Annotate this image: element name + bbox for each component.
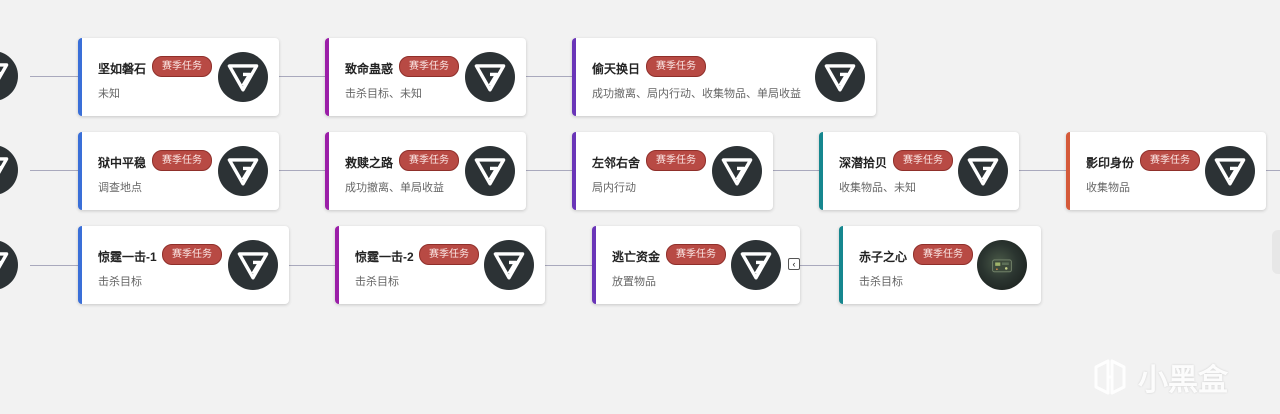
g-logo-icon xyxy=(712,146,762,196)
watermark-text: 小黑盒 xyxy=(1138,364,1228,397)
tree-connector xyxy=(800,265,840,266)
season-task-badge: 赛季任务 xyxy=(152,56,212,77)
quest-title: 偷天换日 xyxy=(592,62,641,76)
quest-card[interactable]: 左邻右舍 赛季任务 局内行动 xyxy=(572,132,773,210)
season-task-badge: 赛季任务 xyxy=(913,244,973,265)
season-task-badge: 赛季任务 xyxy=(152,150,212,171)
season-task-badge: 赛季任务 xyxy=(646,150,706,171)
quest-title: 致命蛊惑 xyxy=(345,62,394,76)
quest-tags: 调查地点 xyxy=(98,182,142,194)
season-task-badge: 赛季任务 xyxy=(399,56,459,77)
g-logo-icon xyxy=(0,240,18,290)
g-logo-icon xyxy=(0,51,18,101)
g-logo-icon xyxy=(815,52,865,102)
g-logo-icon xyxy=(731,240,781,290)
quest-title: 救赎之路 xyxy=(345,156,394,170)
g-logo-icon xyxy=(465,52,515,102)
quest-card[interactable]: 坚如磐石 赛季任务 未知 xyxy=(78,38,279,116)
tree-connector xyxy=(545,265,593,266)
tree-connector xyxy=(279,76,326,77)
heybox-watermark: 小黑盒 xyxy=(1090,355,1228,399)
g-logo-icon xyxy=(484,240,534,290)
device-photo-icon xyxy=(977,240,1027,290)
quest-card[interactable]: 赤子之心 赛季任务 击杀目标 xyxy=(839,226,1041,304)
tree-connector xyxy=(289,265,336,266)
quest-tags: 局内行动 xyxy=(592,182,636,194)
scroll-edge-handle[interactable] xyxy=(1272,230,1280,274)
tree-connector xyxy=(279,170,326,171)
quest-card[interactable]: 惊霆一击-1 赛季任务 击杀目标 xyxy=(78,226,289,304)
quest-title: 狱中平稳 xyxy=(98,156,147,170)
season-task-badge: 赛季任务 xyxy=(666,244,726,265)
quest-tags: 成功撤离、局内行动、收集物品、单局收益 xyxy=(592,88,801,100)
quest-tags: 放置物品 xyxy=(612,276,656,288)
g-logo-icon xyxy=(228,240,278,290)
quest-tags: 成功撤离、单局收益 xyxy=(345,182,444,194)
quest-tags: 击杀目标 xyxy=(355,276,399,288)
season-task-badge: 赛季任务 xyxy=(162,244,222,265)
g-logo-icon xyxy=(218,146,268,196)
quest-tags: 收集物品、未知 xyxy=(839,182,916,194)
quest-tags: 击杀目标 xyxy=(98,276,142,288)
g-logo-icon xyxy=(1205,146,1255,196)
g-logo-icon xyxy=(958,146,1008,196)
quest-card[interactable]: 惊霆一击-2 赛季任务 击杀目标 xyxy=(335,226,545,304)
quest-card[interactable]: 偷天换日 赛季任务 成功撤离、局内行动、收集物品、单局收益 xyxy=(572,38,876,116)
tree-connector xyxy=(30,76,80,77)
tree-connector xyxy=(30,265,80,266)
heybox-logo-icon xyxy=(1094,359,1126,395)
quest-tags: 未知 xyxy=(98,88,120,100)
tree-connector xyxy=(526,170,573,171)
tree-connector xyxy=(1266,170,1280,171)
quest-card[interactable]: 深潜拾贝 赛季任务 收集物品、未知 xyxy=(819,132,1019,210)
quest-card[interactable]: 逃亡资金 赛季任务 放置物品 xyxy=(592,226,800,304)
quest-card[interactable]: 影印身份 赛季任务 收集物品 xyxy=(1066,132,1266,210)
g-logo-icon xyxy=(0,145,18,195)
quest-tags: 击杀目标、未知 xyxy=(345,88,422,100)
season-task-badge: 赛季任务 xyxy=(419,244,479,265)
tree-connector xyxy=(526,76,573,77)
quest-title: 惊霆一击-1 xyxy=(98,250,157,264)
quest-title: 影印身份 xyxy=(1086,156,1135,170)
quest-title: 左邻右舍 xyxy=(592,156,641,170)
quest-tags: 击杀目标 xyxy=(859,276,903,288)
tree-connector xyxy=(30,170,80,171)
quest-card[interactable]: 致命蛊惑 赛季任务 击杀目标、未知 xyxy=(325,38,526,116)
quest-card[interactable]: 救赎之路 赛季任务 成功撤离、单局收益 xyxy=(325,132,526,210)
collapse-branch-button[interactable]: ‹ xyxy=(788,258,800,270)
quest-tags: 收集物品 xyxy=(1086,182,1130,194)
tree-connector xyxy=(1019,170,1067,171)
season-task-badge: 赛季任务 xyxy=(1140,150,1200,171)
quest-title: 惊霆一击-2 xyxy=(355,250,414,264)
season-task-badge: 赛季任务 xyxy=(399,150,459,171)
g-logo-icon xyxy=(465,146,515,196)
season-task-badge: 赛季任务 xyxy=(646,56,706,77)
tree-connector xyxy=(773,170,820,171)
quest-title: 赤子之心 xyxy=(859,250,908,264)
quest-title: 逃亡资金 xyxy=(612,250,661,264)
g-logo-icon xyxy=(218,52,268,102)
quest-title: 坚如磐石 xyxy=(98,62,147,76)
quest-title: 深潜拾贝 xyxy=(839,156,888,170)
season-task-badge: 赛季任务 xyxy=(893,150,953,171)
quest-card[interactable]: 狱中平稳 赛季任务 调查地点 xyxy=(78,132,279,210)
